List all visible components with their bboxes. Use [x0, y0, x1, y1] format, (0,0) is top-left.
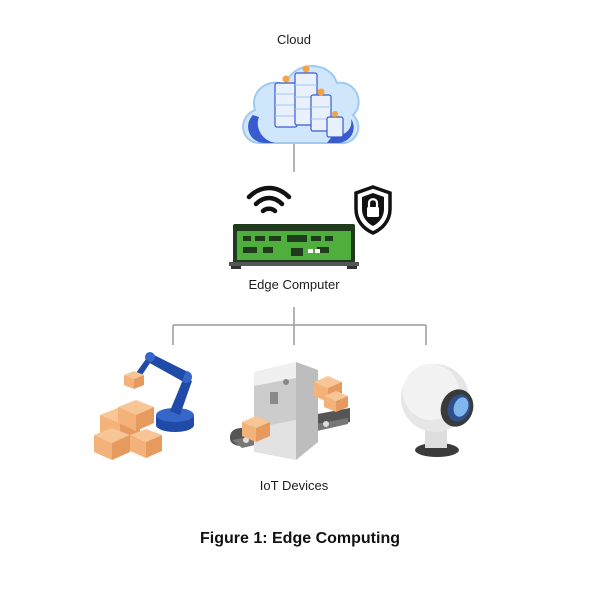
shield-lock-icon [354, 185, 392, 235]
conveyor-machine-icon [230, 362, 350, 460]
cloud-server-icon [242, 65, 360, 145]
wifi-icon [246, 185, 292, 214]
security-camera-icon [401, 364, 474, 457]
boxes-icon [94, 400, 162, 460]
edge-computer-icon [229, 224, 359, 269]
edge-computer-label: Edge Computer [248, 277, 340, 292]
robot-arm-icon [94, 352, 194, 460]
iot-devices-label: IoT Devices [259, 478, 329, 493]
cloud-label: Cloud [277, 32, 311, 47]
figure-caption: Figure 1: Edge Computing [200, 530, 400, 547]
